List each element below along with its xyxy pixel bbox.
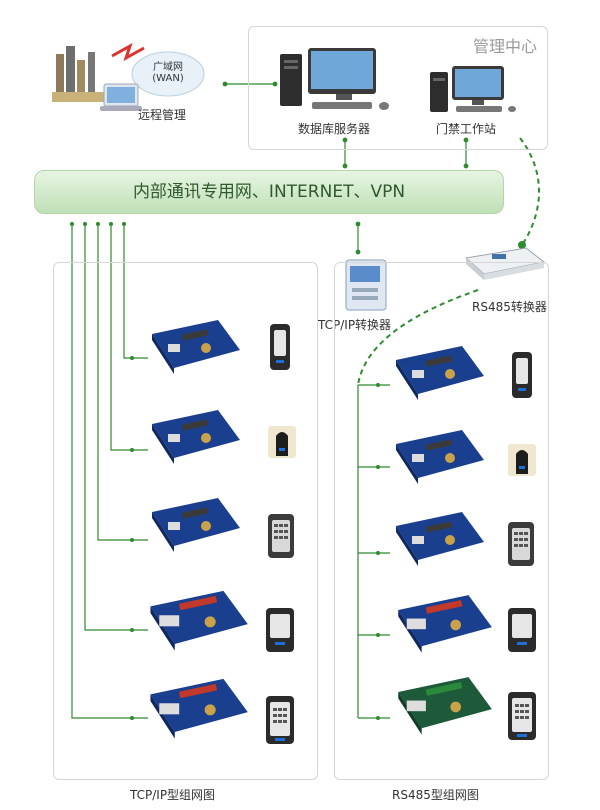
database-server-icon <box>280 48 389 110</box>
keypad-reader-icon <box>266 696 294 744</box>
controller-board-icon <box>396 430 484 484</box>
network-bar: 内部通讯专用网、INTERNET、VPN <box>34 170 504 214</box>
db-server-label: 数据库服务器 <box>298 122 371 136</box>
access-station-label: 门禁工作站 <box>436 122 497 136</box>
rs485-network-panel <box>334 262 549 780</box>
controller-board-icon <box>150 678 248 739</box>
card-reader-icon <box>266 608 294 652</box>
controller-board-icon <box>398 677 492 735</box>
wan-cloud-icon <box>52 42 205 111</box>
keypad-reader-icon <box>268 514 294 558</box>
tcpip-converter-label: TCP/IP转换器 <box>318 318 392 332</box>
keypad-reader-icon <box>508 692 536 740</box>
controller-board-icon <box>396 512 484 566</box>
management-center-title: 管理中心 <box>472 37 537 56</box>
remote-management-label: 远程管理 <box>138 108 187 122</box>
card-reader-icon <box>508 444 536 476</box>
wan-label: 广域网 (WAN) <box>148 58 188 84</box>
tcpip-network-caption: TCP/IP型组网图 <box>130 788 216 802</box>
card-reader-icon <box>268 426 296 458</box>
controller-board-icon <box>396 346 484 400</box>
management-center-panel: 管理中心 <box>248 26 548 150</box>
card-reader-icon <box>512 352 532 398</box>
controller-board-icon <box>152 498 240 552</box>
tcpip-converter-icon <box>345 259 387 311</box>
rs485-network-caption: RS485型组网图 <box>392 788 479 802</box>
rs485-converter-label: RS485转换器 <box>472 300 547 314</box>
controller-board-icon <box>152 320 240 374</box>
controller-board-icon <box>398 595 492 653</box>
access-workstation-icon <box>430 66 516 112</box>
controller-board-icon <box>152 410 240 464</box>
keypad-reader-icon <box>508 522 534 566</box>
rs485-converter-icon <box>464 247 546 280</box>
tcpip-network-panel <box>53 262 318 780</box>
card-reader-icon <box>508 608 536 652</box>
card-reader-icon <box>270 324 290 370</box>
controller-board-icon <box>150 590 248 651</box>
wan-label-line2: (WAN) <box>152 73 184 84</box>
wan-label-line1: 广域网 <box>153 62 183 73</box>
